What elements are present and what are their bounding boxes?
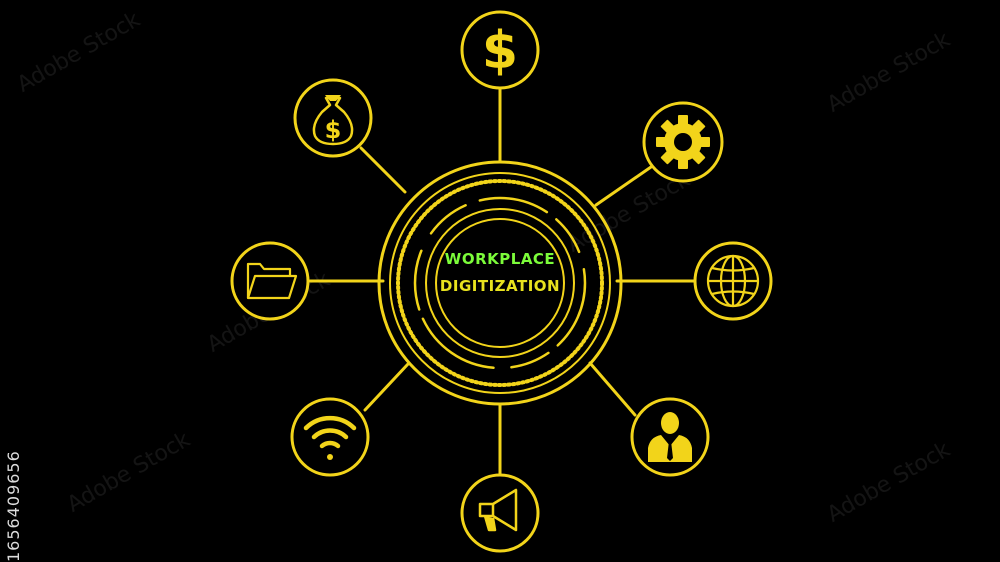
connector-money-bag xyxy=(359,146,407,194)
connector-person xyxy=(588,361,637,417)
hub-title-line-2: DIGITIZATION xyxy=(439,277,561,295)
megaphone-icon xyxy=(478,488,518,532)
money-bag-icon: $ xyxy=(312,95,354,146)
node-megaphone xyxy=(460,473,540,553)
node-dollar xyxy=(460,10,540,90)
dollar-sign-icon: $ xyxy=(482,21,518,81)
central-hub xyxy=(377,160,623,406)
svg-text:$: $ xyxy=(325,116,342,144)
hub-title-line-1: WORKPLACE xyxy=(444,250,556,268)
connector-settings xyxy=(594,165,653,207)
stock-id-label: 1656409656 xyxy=(4,450,23,562)
globe-icon xyxy=(706,254,760,308)
folder-icon xyxy=(246,262,298,300)
wifi-icon xyxy=(303,415,357,460)
node-wifi xyxy=(290,397,370,477)
businessman-icon xyxy=(648,412,692,462)
svg-text:$: $ xyxy=(482,21,518,81)
gear-icon xyxy=(656,115,710,169)
connector-wifi xyxy=(363,362,410,412)
node-folder xyxy=(230,241,310,321)
node-money-bag xyxy=(293,78,373,158)
